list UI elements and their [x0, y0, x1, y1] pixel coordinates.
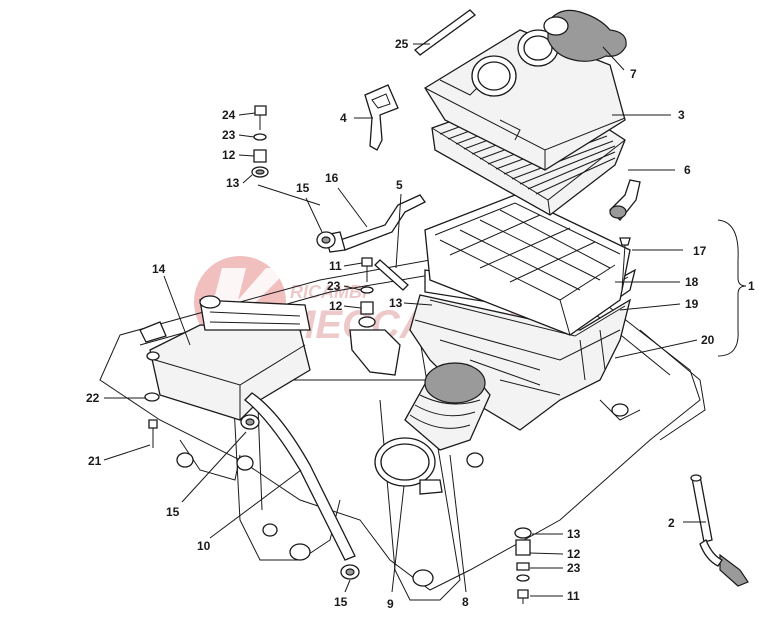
- callout-8: 8: [462, 595, 469, 609]
- callout-18: 18: [685, 275, 699, 289]
- callout-11: 11: [329, 259, 342, 273]
- callout-9: 9: [387, 597, 394, 611]
- callout-10: 10: [197, 539, 211, 553]
- hardware-left: [144, 351, 160, 448]
- callout-15-bottom: 15: [334, 595, 348, 609]
- callout-7: 7: [630, 67, 637, 81]
- callout-23-bottom: 23: [567, 561, 581, 575]
- duct-elbow: [609, 179, 641, 221]
- leader-lines: [103, 43, 706, 597]
- gasket-strip: [414, 9, 476, 56]
- hardware-stack-top: [251, 105, 321, 206]
- callout-23: 23: [222, 128, 236, 142]
- callout-11-bottom: 11: [567, 589, 580, 603]
- bracket: [364, 84, 399, 151]
- hose-clamp-9: [374, 437, 443, 495]
- callout-6: 6: [684, 163, 691, 177]
- airbox-frame: [424, 194, 631, 336]
- callout-12-mid: 12: [329, 299, 343, 313]
- callout-3: 3: [678, 108, 685, 122]
- callout-20: 20: [701, 333, 715, 347]
- drain-hose: [240, 392, 360, 580]
- callout-15-left: 15: [166, 505, 180, 519]
- callout-13: 13: [226, 176, 240, 190]
- hose-clamp-top: [316, 231, 336, 249]
- callout-13-mid: 13: [389, 296, 403, 310]
- callout-5: 5: [396, 178, 403, 192]
- callout-16: 16: [325, 171, 339, 185]
- sensor: [690, 474, 749, 587]
- callout-labels: 25 7 3 4 6 24 23 12 13 15 16 5 17 1 14 1…: [86, 37, 755, 611]
- callout-23-mid: 23: [327, 279, 341, 293]
- callout-21: 21: [88, 454, 102, 468]
- callout-17: 17: [693, 244, 707, 258]
- small-hose: [324, 194, 426, 253]
- callout-13-bottom: 13: [567, 527, 581, 541]
- callout-19: 19: [685, 297, 699, 311]
- callout-24: 24: [222, 108, 236, 122]
- callout-2: 2: [668, 516, 675, 530]
- callout-25: 25: [395, 37, 409, 51]
- callout-12-bottom: 12: [567, 547, 581, 561]
- airbox-cover: [424, 29, 626, 171]
- callout-22: 22: [86, 391, 100, 405]
- hardware-stack-middle: [349, 257, 401, 376]
- callout-1: 1: [748, 279, 755, 293]
- assembly-brace: [717, 219, 747, 357]
- intake-manifold-boot: [404, 362, 491, 451]
- callout-12: 12: [222, 148, 236, 162]
- airbox-lower: [409, 294, 632, 431]
- callout-14: 14: [152, 262, 166, 276]
- reservoir: [139, 295, 311, 421]
- breather-tube: [374, 259, 409, 291]
- callout-15: 15: [296, 181, 310, 195]
- hardware-stack-bottom: [514, 527, 532, 604]
- callout-4: 4: [340, 111, 347, 125]
- intake-boot: [543, 9, 627, 62]
